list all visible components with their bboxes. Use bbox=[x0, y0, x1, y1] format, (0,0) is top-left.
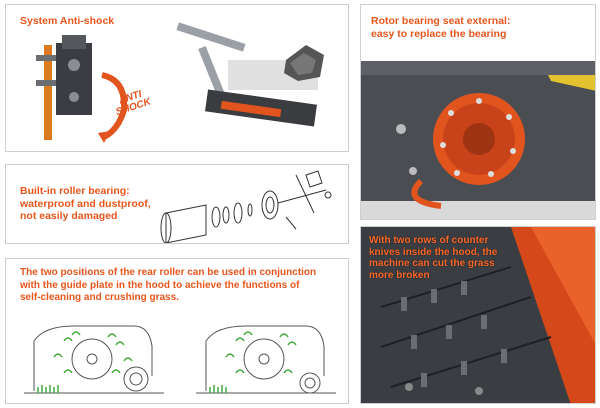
roller-bearing-exploded-diagram bbox=[160, 170, 332, 243]
rear-roller-panel: The two positions of the rear roller can… bbox=[5, 258, 349, 404]
rear-roller-diagram-right bbox=[196, 325, 336, 394]
rear-roller-text: The two positions of the rear roller can… bbox=[20, 267, 317, 303]
anti-shock-panel: System Anti-shock ANTI SHOCK bbox=[5, 4, 349, 152]
counter-knives-text: With two rows of counter knives inside t… bbox=[369, 235, 498, 281]
roller-bearing-panel: Built-in roller bearing: waterproof and … bbox=[5, 164, 349, 244]
anti-shock-title: System Anti-shock bbox=[20, 15, 115, 27]
counter-knives-photo bbox=[361, 227, 595, 403]
roller-bearing-title: Built-in roller bearing: waterproof and … bbox=[20, 185, 151, 222]
rotor-bearing-panel: Rotor bearing seat external: easy to rep… bbox=[360, 4, 596, 220]
rear-roller-diagram-left bbox=[24, 325, 164, 394]
rotor-bearing-title: Rotor bearing seat external: easy to rep… bbox=[371, 15, 511, 40]
counter-knives-panel: With two rows of counter knives inside t… bbox=[360, 226, 596, 404]
rotor-bearing-photo bbox=[361, 61, 595, 219]
anti-shock-illustration bbox=[36, 22, 324, 143]
